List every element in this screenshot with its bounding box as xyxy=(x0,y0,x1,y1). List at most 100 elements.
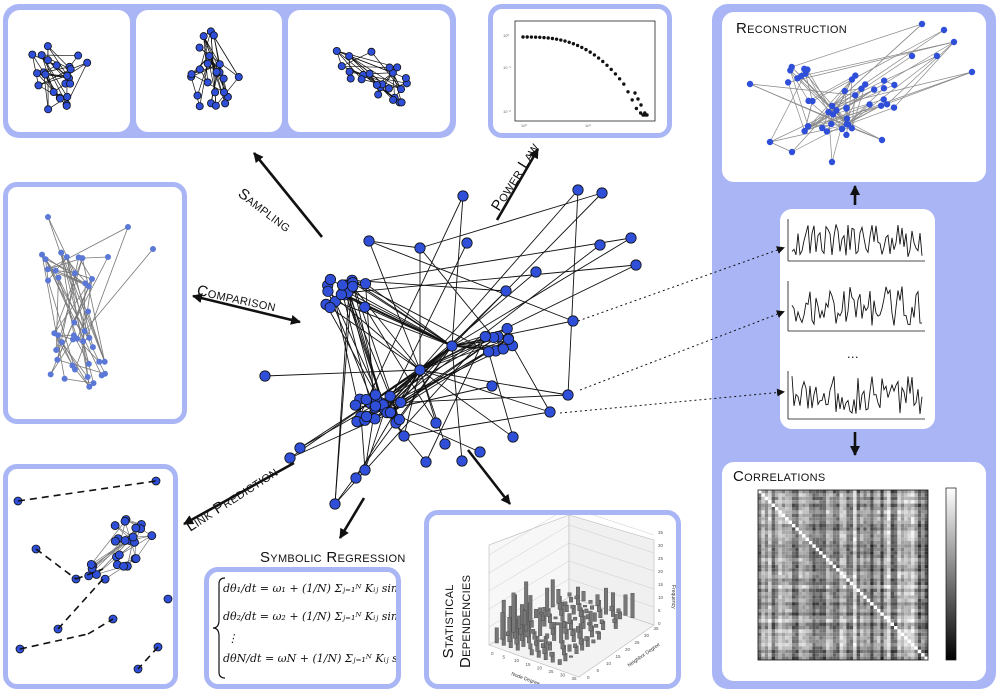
matrix-cell xyxy=(758,629,762,633)
matrix-cell xyxy=(853,561,857,565)
hist-bar xyxy=(575,626,580,633)
matrix-cell xyxy=(921,500,925,504)
matrix-cell xyxy=(758,510,762,514)
matrix-cell xyxy=(853,581,857,586)
network-node xyxy=(66,79,75,88)
matrix-cell xyxy=(758,554,762,558)
matrix-cell xyxy=(829,653,833,657)
matrix-cell xyxy=(849,619,854,623)
matrix-cell xyxy=(822,592,826,596)
matrix-cell xyxy=(778,534,782,538)
matrix-cell xyxy=(761,571,765,575)
matrix-cell xyxy=(890,605,894,609)
matrix-cell xyxy=(771,609,775,613)
matrix-cell xyxy=(761,581,765,586)
network-node xyxy=(49,88,58,97)
matrix-cell xyxy=(911,609,915,613)
matrix-cell xyxy=(761,496,765,501)
matrix-cell xyxy=(761,629,765,633)
network-edge xyxy=(831,29,945,107)
matrix-cell xyxy=(819,496,823,501)
matrix-cell xyxy=(921,496,925,501)
matrix-cell xyxy=(907,649,911,654)
matrix-cell xyxy=(812,534,816,538)
matrix-cell xyxy=(846,602,850,606)
matrix-cell xyxy=(785,534,789,538)
matrix-cell xyxy=(809,564,813,569)
matrix-cell xyxy=(911,646,915,650)
matrix-cell xyxy=(870,632,874,637)
matrix-cell xyxy=(873,534,877,538)
matrix-cell xyxy=(805,530,809,535)
network-edge xyxy=(47,216,90,338)
matrix-cell xyxy=(798,598,803,603)
matrix-cell xyxy=(819,568,823,572)
matrix-cell xyxy=(802,595,806,599)
matrix-cell xyxy=(877,649,881,654)
matrix-cell xyxy=(829,493,833,497)
matrix-cell xyxy=(809,571,813,575)
matrix-cell xyxy=(907,598,911,603)
matrix-cell xyxy=(883,609,888,613)
matrix-cell xyxy=(761,558,765,562)
matrix-cell xyxy=(843,619,847,623)
matrix-cell xyxy=(802,632,806,637)
matrix-cell xyxy=(771,639,775,643)
matrix-cell xyxy=(887,643,891,647)
network-node xyxy=(187,70,196,79)
matrix-cell xyxy=(788,537,792,541)
matrix-cell xyxy=(870,578,874,582)
matrix-cell xyxy=(781,517,786,521)
matrix-cell xyxy=(894,547,898,552)
matrix-cell xyxy=(863,622,867,626)
network-node xyxy=(940,26,948,34)
matrix-cell xyxy=(894,500,898,504)
matrix-cell xyxy=(761,588,765,592)
matrix-cell xyxy=(860,646,864,650)
network-node xyxy=(61,375,68,382)
matrix-cell xyxy=(904,520,908,524)
matrix-cell xyxy=(873,615,877,620)
matrix-cell xyxy=(917,524,922,528)
matrix-cell xyxy=(768,585,772,589)
matrix-cell xyxy=(894,629,898,633)
matrix-cell xyxy=(900,500,905,504)
matrix-cell xyxy=(921,534,925,538)
matrix-cell xyxy=(887,493,891,497)
matrix-cell xyxy=(778,653,782,657)
matrix-cell xyxy=(795,622,799,626)
matrix-cell xyxy=(873,554,877,558)
matrix-cell xyxy=(775,598,779,603)
matrix-cell xyxy=(917,612,922,616)
matrix-cell xyxy=(860,592,864,596)
matrix-cell xyxy=(809,636,813,640)
matrix-cell xyxy=(846,592,850,596)
matrix-cell xyxy=(761,612,765,616)
matrix-cell xyxy=(866,575,871,579)
matrix-cell xyxy=(897,615,901,620)
matrix-cell xyxy=(917,639,922,643)
matrix-cell xyxy=(907,496,911,501)
matrix-cell xyxy=(758,490,762,494)
matrix-cell xyxy=(900,649,905,654)
network-node xyxy=(56,94,65,103)
matrix-cell xyxy=(768,571,772,575)
matrix-cell xyxy=(795,493,799,497)
matrix-cell xyxy=(764,520,769,524)
matrix-cell xyxy=(904,632,908,637)
network-edge xyxy=(342,237,632,286)
matrix-cell xyxy=(802,656,806,660)
matrix-cell xyxy=(870,500,874,504)
matrix-cell xyxy=(775,513,779,518)
matrix-cell xyxy=(802,629,806,633)
matrix-cell xyxy=(815,581,820,586)
network-edge xyxy=(791,23,923,68)
matrix-cell xyxy=(914,547,918,552)
matrix-cell xyxy=(775,517,779,521)
matrix-cell xyxy=(914,643,918,647)
matrix-cell xyxy=(914,609,918,613)
matrix-cell xyxy=(914,507,918,511)
matrix-cell xyxy=(860,537,864,541)
matrix-cell xyxy=(836,510,840,514)
matrix-cell xyxy=(853,490,857,494)
